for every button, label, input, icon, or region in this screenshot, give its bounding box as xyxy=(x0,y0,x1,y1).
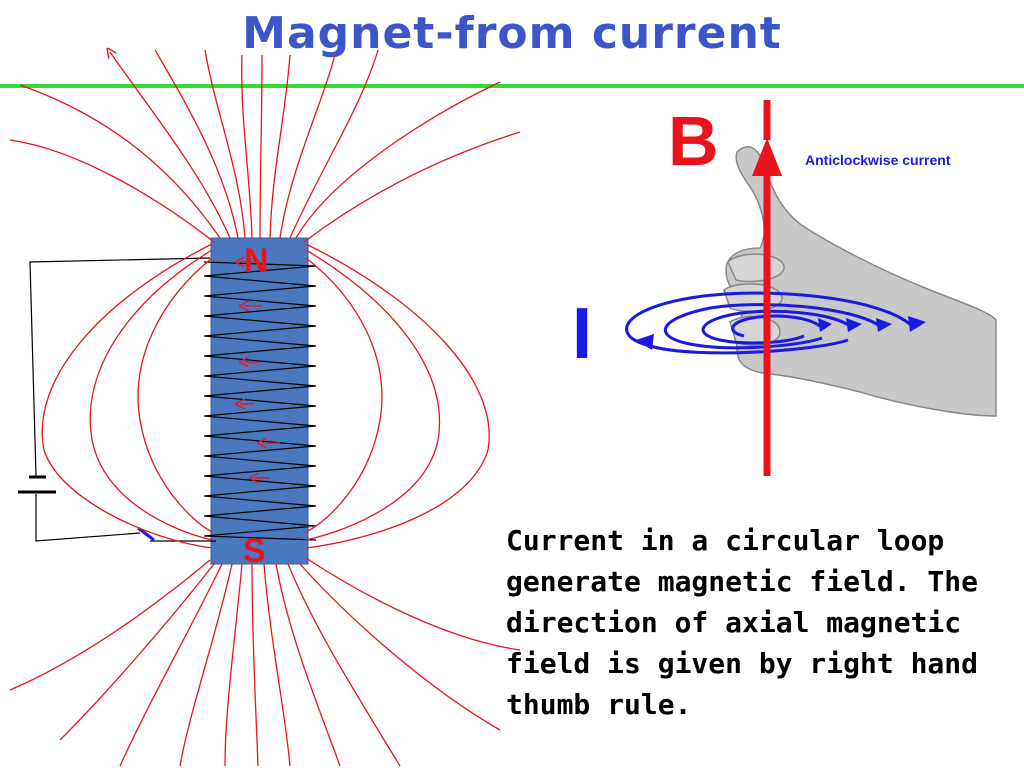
slide-title: Magnet-from current xyxy=(242,8,782,59)
north-pole-label: N xyxy=(244,242,269,280)
switch-lever xyxy=(137,526,155,542)
title-divider xyxy=(0,84,1024,88)
bottom-field-lines xyxy=(9,557,521,767)
internal-field-lines xyxy=(240,262,280,478)
magnetic-field-label: B xyxy=(668,102,719,180)
south-pole-label: S xyxy=(243,532,266,570)
top-field-lines xyxy=(9,50,521,243)
current-loop-arrowheads xyxy=(636,316,926,350)
side-field-lines xyxy=(41,243,490,549)
solenoid-coil xyxy=(203,261,317,541)
current-label: I xyxy=(572,294,593,374)
current-direction-note: Anticlockwise current xyxy=(805,152,951,168)
circuit-wire xyxy=(29,257,211,477)
magnetic-field-arrowhead xyxy=(752,138,782,176)
caption-text: Current in a circular loop generate magn… xyxy=(506,524,979,721)
circuit-wire-bottom xyxy=(35,494,141,542)
